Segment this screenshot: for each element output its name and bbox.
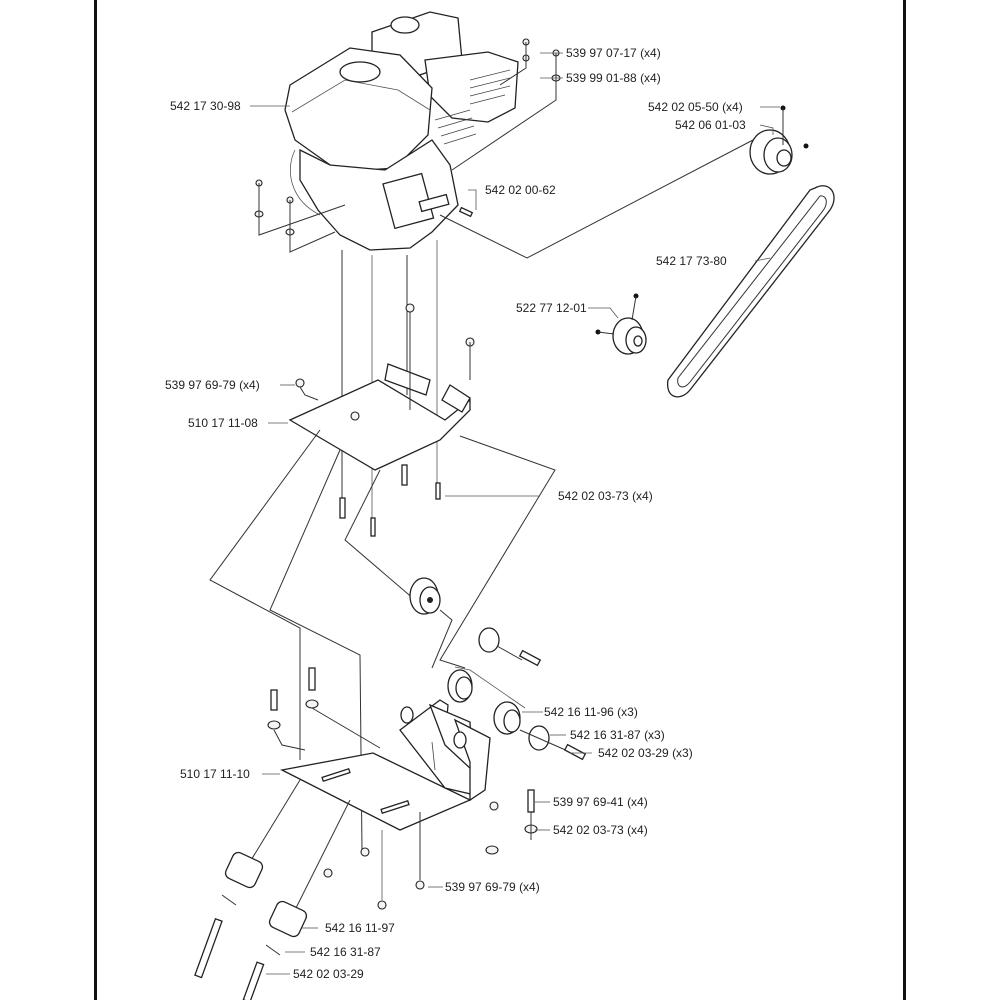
idler-pulley [595, 293, 647, 355]
label-nut-mount: 539 97 69-79 (x4) [165, 378, 260, 392]
label-idler-pulley: 522 77 12-01 [516, 301, 587, 315]
label-set-screw: 542 02 05-50 (x4) [648, 100, 743, 114]
label-bolt-upper: 542 02 03-73 (x4) [558, 489, 653, 503]
center-rubber-mount [409, 577, 453, 669]
label-belt: 542 17 73-80 [656, 254, 727, 268]
label-lower-plate: 510 17 11-10 [180, 767, 250, 781]
label-washer-lower: 542 02 03-73 (x4) [553, 823, 648, 837]
label-rubber-mount-x3: 542 16 11-96 (x3) [544, 705, 638, 719]
label-key: 542 02 00-62 [485, 183, 556, 197]
label-nut-top: 539 97 07-17 (x4) [566, 46, 661, 60]
label-bolt-lower: 539 97 69-41 (x4) [553, 795, 648, 809]
engine-assembly [284, 11, 519, 251]
frame-border-left [94, 0, 97, 1000]
bottom-rubber-mounts [194, 779, 351, 1000]
label-upper-plate: 510 17 11-08 [188, 416, 258, 430]
top-hardware [254, 38, 561, 253]
v-belt [667, 185, 835, 398]
label-bolt-x3: 542 02 03-29 (x3) [598, 746, 693, 760]
lower-hardware [267, 667, 538, 910]
label-engine: 542 17 30-98 [170, 99, 241, 113]
label-bolt: 542 02 03-29 [293, 967, 364, 981]
frame-border-right [903, 0, 906, 1000]
label-washer: 542 16 31-87 [310, 945, 381, 959]
label-nut-lower: 539 97 69-79 (x4) [445, 880, 540, 894]
drive-pulley [439, 105, 809, 259]
label-rubber-mount: 542 16 11-97 [325, 921, 395, 935]
side-rubber-mounts [447, 627, 587, 761]
leader-lines [250, 52, 780, 975]
label-washer-x3: 542 16 31-87 (x3) [570, 728, 665, 742]
label-drive-pulley: 542 06 01-03 [675, 118, 746, 132]
lower-plate [280, 699, 491, 831]
upper-plate [288, 303, 475, 537]
label-washer-top: 539 99 01-88 (x4) [566, 71, 661, 85]
frame-outline-lines [209, 429, 556, 851]
